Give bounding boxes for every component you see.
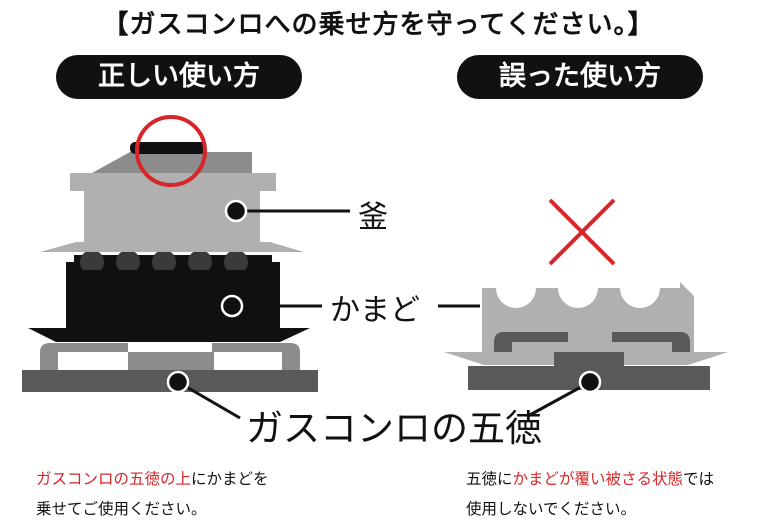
page-title: 【ガスコンロへの乗せ方を守ってください。】 xyxy=(102,10,655,40)
burner-pointer-dot-right xyxy=(578,370,602,394)
wrong-caption: 五徳にかまどが覆い被さる状態では 使用しないでください。 xyxy=(466,464,756,524)
kamado-pointer-dot xyxy=(220,294,244,318)
correct-kama-illustration xyxy=(40,142,304,252)
wrong-caption-line2: 使用しないでください。 xyxy=(466,500,637,518)
burner-label: ガスコンロの五徳 xyxy=(246,407,542,450)
burner-pointer-dot-left xyxy=(166,370,190,394)
wrong-kamado-illustration xyxy=(444,282,728,366)
correct-caption-highlight: ガスコンロの五徳の上 xyxy=(36,470,192,488)
wrong-caption-suffix: では xyxy=(683,470,715,488)
correct-usage-heading: 正しい使い方 xyxy=(56,55,302,99)
highlight-circle xyxy=(135,115,207,187)
kama-pointer-dot xyxy=(224,199,248,223)
wrong-cross-mark xyxy=(548,198,616,266)
correct-kamado-illustration xyxy=(28,250,310,342)
wrong-usage-heading: 誤った使い方 xyxy=(457,55,703,99)
correct-caption: ガスコンロの五徳の上にかまどを 乗せてご使用ください。 xyxy=(36,464,366,524)
correct-caption-line2: 乗せてご使用ください。 xyxy=(36,500,207,518)
correct-caption-rest: にかまどを xyxy=(191,470,269,488)
kama-label: 釜 xyxy=(358,200,388,235)
wrong-caption-prefix: 五徳に xyxy=(466,470,513,488)
kamado-label: かまど xyxy=(330,293,420,328)
wrong-caption-highlight: かまどが覆い被さる状態 xyxy=(512,470,684,488)
